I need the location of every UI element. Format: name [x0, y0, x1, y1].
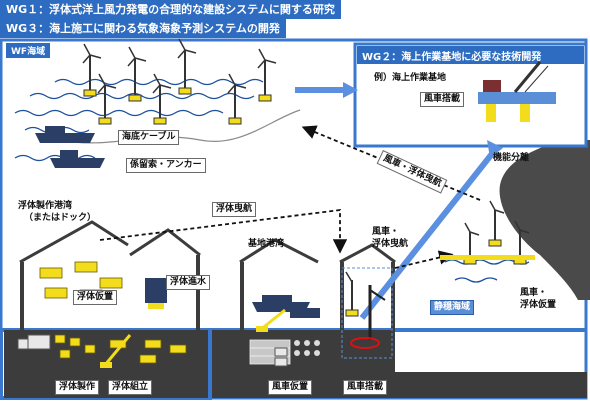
wg2-example: 例）海上作業基地: [374, 73, 447, 83]
wg1-title: WG１：浮体式洋上風力発電の合理的な建設システムに関する研究: [0, 0, 341, 19]
turbine-temp-storage-label: 風車仮置: [268, 380, 313, 395]
seabed-cable-line: [59, 109, 301, 144]
cable-ship: [35, 126, 95, 143]
turbine-2: [127, 46, 147, 102]
calm-sea-floats: [440, 255, 535, 260]
base-crane-large: [350, 285, 386, 349]
fab-building-roof: [19, 220, 129, 264]
turbine-float-storage-label-b: 浮体仮置: [520, 300, 557, 310]
turbine-1: [82, 43, 102, 97]
wg2-title-bar: [357, 46, 584, 64]
float-port-title-1: 浮体製作港湾: [18, 201, 73, 211]
fabrication-crane: [100, 334, 132, 368]
base-building-wall-right: [391, 262, 395, 372]
coastline-right: [499, 140, 590, 300]
float-towing-label: 浮体曳航: [212, 202, 257, 217]
port-containers: [274, 347, 288, 367]
install-zone-frame: [341, 267, 393, 359]
base-to-calm-arrow: [394, 250, 454, 269]
wf-waves: [14, 78, 264, 162]
calm-turbine-2: [488, 200, 505, 247]
wf-area-title: WF海域: [6, 43, 51, 58]
wg2-title: WG２：海上作業基地に必要な技術開発: [362, 52, 542, 63]
turbine-7: [227, 73, 247, 125]
turbine-6: [152, 73, 172, 125]
truck: [17, 334, 51, 350]
float-towing-arrow: [99, 208, 348, 254]
launch-float: [145, 278, 167, 309]
base-barge: [290, 308, 320, 318]
mooring-ship: [50, 150, 105, 168]
function-separation-label: 機能分離: [493, 153, 530, 163]
float-assembly-label: 浮体組立: [108, 380, 153, 395]
launch-building-roof: [129, 228, 201, 257]
base-building-roof-left: [239, 238, 319, 264]
work-base-platform: [478, 61, 556, 122]
calm-turbine-1: [463, 222, 480, 265]
towing-label-b: 浮体曳航: [372, 239, 409, 249]
calm-sea-label: 静穏海域: [430, 300, 475, 315]
seabed-cable-label: 海底ケーブル: [118, 130, 180, 145]
base-turbine: [345, 271, 359, 317]
base-crane-small: [256, 308, 286, 332]
base-port-frame: [208, 328, 586, 398]
fabrication-items: [54, 334, 187, 364]
wf-to-wg2-arrowhead: [343, 82, 358, 98]
float-launch-label: 浮体進水: [166, 275, 211, 290]
base-building-wall-left: [240, 262, 244, 330]
base-building-roof-right: [339, 243, 396, 264]
fab-building-wall: [20, 262, 24, 330]
turbine-float-storage-label-a: 風車・: [520, 288, 548, 298]
turbine-4: [257, 48, 277, 102]
wf-turbines: [82, 38, 277, 125]
turbine-3: [177, 38, 197, 95]
wg2-install-label: 風車搭載: [420, 92, 465, 107]
function-separation-arrowhead: [487, 140, 503, 158]
mooring-anchor-label: 係留索・アンカー: [126, 158, 206, 173]
launch-building-wall: [196, 255, 200, 330]
towing-label-a: 風車・: [372, 227, 400, 237]
function-separation-arrow: [359, 148, 498, 320]
wg3-title: WG３：海上施工に関わる気象海象予測システムの開発: [0, 19, 286, 38]
float-fabrication-label: 浮体製作: [55, 380, 100, 395]
turbine-5: [97, 73, 117, 125]
turbine-install-label: 風車搭載: [343, 380, 388, 395]
float-temp-storage-label: 浮体仮置: [73, 290, 118, 305]
float-port-title-2: （またはドック）: [24, 213, 97, 223]
base-port-title: 基地港湾: [248, 239, 285, 249]
